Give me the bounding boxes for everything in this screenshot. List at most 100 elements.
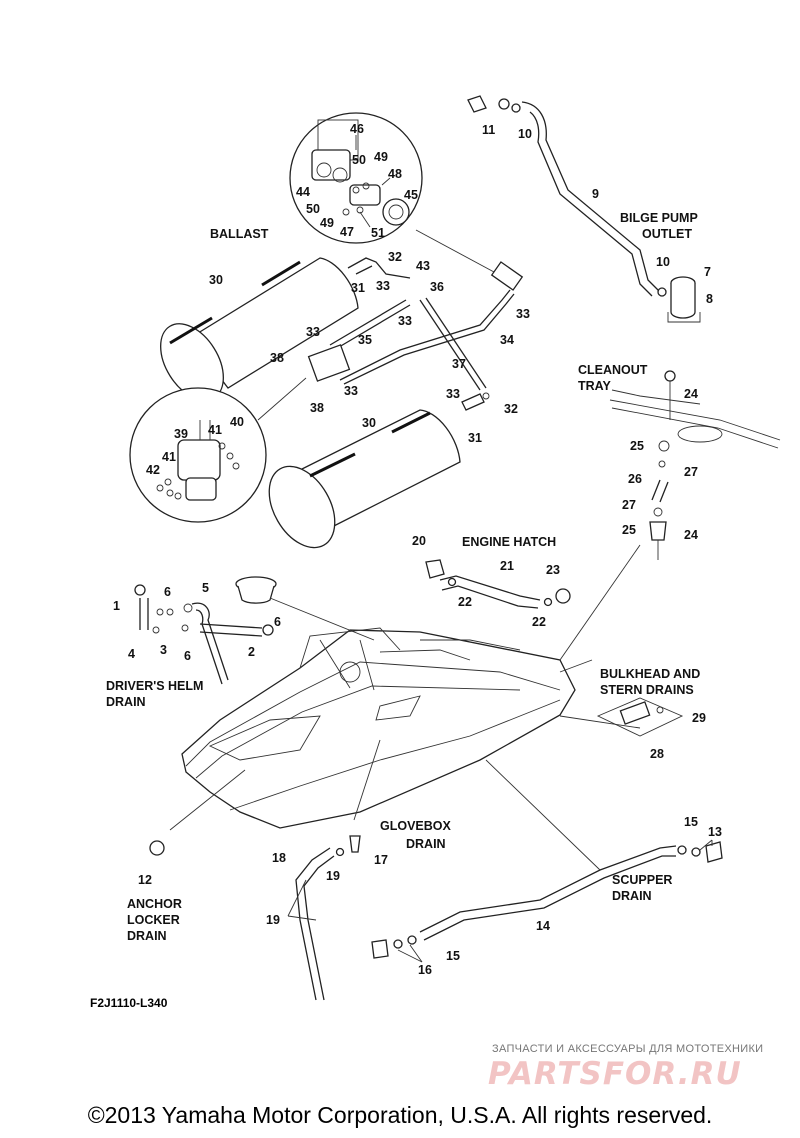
label-scupper-2: DRAIN — [612, 889, 652, 903]
callout-40: 40 — [230, 415, 244, 429]
callout-21: 21 — [500, 559, 514, 573]
callout-9: 9 — [592, 187, 599, 201]
callout-18: 18 — [272, 851, 286, 865]
drivers-helm-drain — [134, 576, 277, 685]
label-cleanout-tray-2: TRAY — [578, 379, 612, 393]
callout-51: 51 — [371, 226, 385, 240]
callout-33: 33 — [306, 325, 320, 339]
callout-45: 45 — [404, 188, 418, 202]
callout-27: 27 — [622, 498, 636, 512]
callout-8: 8 — [706, 292, 713, 306]
diagram-code: F2J1110-L340 — [90, 996, 168, 1010]
label-scupper-1: SCUPPER — [612, 873, 672, 887]
callout-43: 43 — [416, 259, 430, 273]
callout-31: 31 — [468, 431, 482, 445]
callout-41: 41 — [162, 450, 176, 464]
ballast-hoses — [307, 257, 524, 411]
callout-1: 1 — [113, 599, 120, 613]
callout-38: 38 — [310, 401, 324, 415]
ballast-tank-lower — [268, 409, 461, 549]
callout-25: 25 — [630, 439, 644, 453]
callout-4: 4 — [128, 647, 135, 661]
callout-35: 35 — [358, 333, 372, 347]
callout-28: 28 — [650, 747, 664, 761]
callout-38: 38 — [270, 351, 284, 365]
callout-36: 36 — [430, 280, 444, 294]
label-bulkhead-1: BULKHEAD AND — [600, 667, 700, 681]
engine-hatch-drain — [425, 559, 571, 609]
label-bulkhead-2: STERN DRAINS — [600, 683, 694, 697]
callout-5: 5 — [202, 581, 209, 595]
callout-15: 15 — [446, 949, 460, 963]
callout-22: 22 — [458, 595, 472, 609]
callout-48: 48 — [388, 167, 402, 181]
ballast-tank-upper — [160, 257, 359, 401]
copyright-notice: ©2013 Yamaha Motor Corporation, U.S.A. A… — [87, 1102, 713, 1128]
callout-49: 49 — [374, 150, 388, 164]
cleanout-tray — [609, 370, 781, 560]
callout-15: 15 — [684, 815, 698, 829]
callout-24: 24 — [684, 387, 698, 401]
watermark-text: ЗАПЧАСТИ И АКСЕССУАРЫ ДЛЯ МОТОТЕХНИКИ — [492, 1043, 764, 1055]
callout-26: 26 — [628, 472, 642, 486]
callout-6: 6 — [164, 585, 171, 599]
label-anchor-1: ANCHOR — [127, 897, 182, 911]
bilge-pump-outlet — [467, 95, 701, 323]
anchor-locker-drain-part — [149, 840, 165, 856]
callout-44: 44 — [296, 185, 310, 199]
callout-41: 41 — [208, 423, 222, 437]
callout-49: 49 — [320, 216, 334, 230]
label-ballast: BALLAST — [210, 227, 269, 241]
callout-19: 19 — [266, 913, 280, 927]
callout-25: 25 — [622, 523, 636, 537]
callout-37: 37 — [452, 357, 466, 371]
callout-46: 46 — [350, 122, 364, 136]
callout-29: 29 — [692, 711, 706, 725]
callout-30: 30 — [362, 416, 376, 430]
callout-39: 39 — [174, 427, 188, 441]
label-bilge-pump-outlet-2: OUTLET — [642, 227, 692, 241]
callout-13: 13 — [708, 825, 722, 839]
callout-3: 3 — [160, 643, 167, 657]
callout-23: 23 — [546, 563, 560, 577]
callout-32: 32 — [504, 402, 518, 416]
bulkhead-drain — [596, 697, 684, 737]
callout-31: 31 — [351, 281, 365, 295]
valve-detail-circle — [129, 387, 267, 523]
callout-50: 50 — [352, 153, 366, 167]
callout-47: 47 — [340, 225, 354, 239]
label-drivers-helm-2: DRAIN — [106, 695, 146, 709]
callout-32: 32 — [388, 250, 402, 264]
label-glovebox-2: DRAIN — [406, 837, 446, 851]
label-drivers-helm-1: DRIVER'S HELM — [106, 679, 203, 693]
callout-10: 10 — [518, 127, 532, 141]
callout-30: 30 — [209, 273, 223, 287]
callout-34: 34 — [500, 333, 514, 347]
callout-22: 22 — [532, 615, 546, 629]
label-glovebox-1: GLOVEBOX — [380, 819, 452, 833]
callout-50: 50 — [306, 202, 320, 216]
callout-33: 33 — [344, 384, 358, 398]
callout-33: 33 — [376, 279, 390, 293]
leader-lines — [169, 544, 713, 963]
label-cleanout-tray-1: CLEANOUT — [578, 363, 648, 377]
callout-12: 12 — [138, 873, 152, 887]
callout-7: 7 — [704, 265, 711, 279]
callout-6: 6 — [184, 649, 191, 663]
label-bilge-pump-outlet-1: BILGE PUMP — [620, 211, 698, 225]
callout-19: 19 — [326, 869, 340, 883]
pump-detail-circle — [289, 112, 423, 244]
label-engine-hatch: ENGINE HATCH — [462, 535, 556, 549]
callout-10: 10 — [656, 255, 670, 269]
callout-33: 33 — [516, 307, 530, 321]
watermark-logo: PARTSFOR.RU — [488, 1056, 742, 1092]
label-anchor-3: DRAIN — [127, 929, 167, 943]
boat-hull — [181, 627, 576, 829]
callout-33: 33 — [446, 387, 460, 401]
callout-33: 33 — [398, 314, 412, 328]
callout-20: 20 — [412, 534, 426, 548]
callout-14: 14 — [536, 919, 550, 933]
callout-6: 6 — [274, 615, 281, 629]
glovebox-drain — [295, 835, 361, 1001]
